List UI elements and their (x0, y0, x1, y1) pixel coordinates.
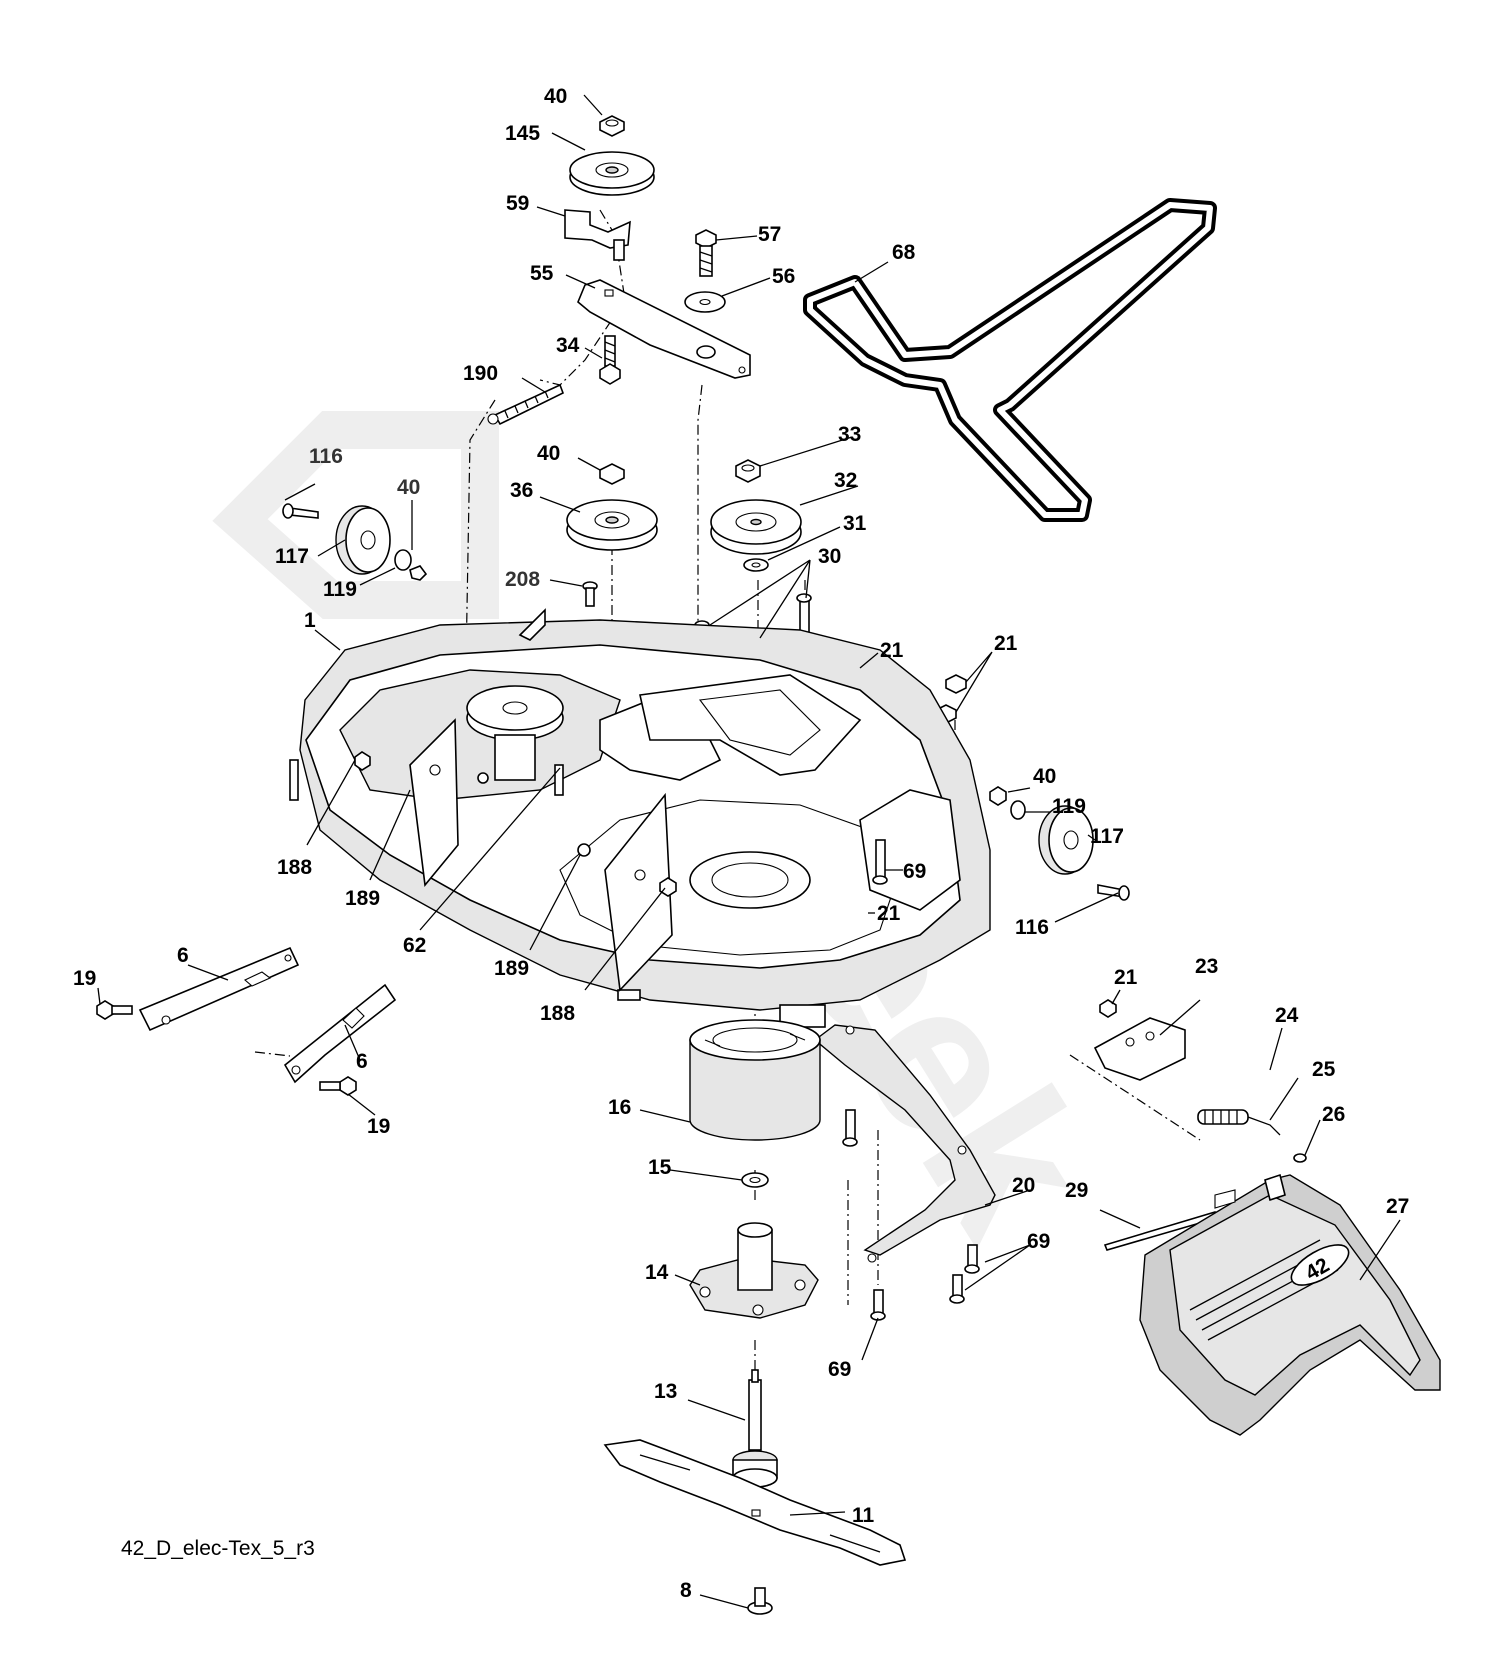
callout-189: 189 (345, 887, 380, 910)
nut-40-top (599, 115, 625, 137)
idler-pulley-36 (566, 499, 658, 551)
callout-19: 19 (73, 967, 96, 990)
drive-belt (803, 198, 1217, 522)
blade-bolt-8 (747, 1587, 773, 1615)
callout-15: 15 (648, 1156, 672, 1179)
bracket-23 (1093, 999, 1186, 1081)
spacer-16 (689, 1019, 821, 1141)
callout-68: 68 (892, 241, 916, 264)
callout-23: 23 (1195, 955, 1218, 978)
callout-116: 116 (309, 445, 343, 468)
callout-188: 188 (277, 856, 312, 879)
washer-31 (743, 558, 769, 572)
bracket-59 (564, 209, 631, 261)
gauge-wheel-left (282, 503, 428, 581)
callout-20: 20 (1012, 1174, 1035, 1197)
spindle-housing-14 (689, 1222, 819, 1319)
callout-40: 40 (397, 476, 420, 499)
callout-40: 40 (537, 442, 560, 465)
callout-69: 69 (828, 1358, 851, 1381)
nut-33 (735, 459, 761, 483)
callout-208: 208 (505, 568, 540, 591)
callout-21: 21 (880, 639, 904, 662)
callout-27: 27 (1386, 1195, 1409, 1218)
callout-119: 119 (323, 578, 357, 601)
blade-11 (603, 1439, 907, 1566)
callout-57: 57 (758, 223, 781, 246)
callout-117: 117 (275, 545, 309, 568)
callout-14: 14 (645, 1261, 669, 1284)
callout-16: 16 (608, 1096, 631, 1119)
callout-69: 69 (903, 860, 926, 883)
callout-119: 119 (1052, 795, 1086, 818)
callout-40: 40 (1033, 765, 1056, 788)
spacer-56 (684, 291, 726, 313)
callout-25: 25 (1312, 1058, 1336, 1081)
idler-pulley-145 (569, 151, 655, 196)
callout-59: 59 (506, 192, 529, 215)
lift-arm-6-bottom (283, 983, 397, 1084)
nut-40-mid (599, 463, 625, 485)
callout-6: 6 (177, 944, 189, 967)
deck-brackets (354, 718, 677, 992)
callout-62: 62 (403, 934, 426, 957)
callout-1: 1 (304, 609, 316, 632)
callout-21: 21 (994, 632, 1018, 655)
bolts-19 (96, 1000, 357, 1096)
callout-8: 8 (680, 1579, 692, 1602)
bolts-69 (842, 1109, 980, 1321)
idler-arm-55 (577, 279, 751, 379)
callout-56: 56 (772, 265, 795, 288)
callout-117: 117 (1090, 825, 1124, 848)
callout-34: 34 (556, 334, 580, 357)
callout-40: 40 (544, 85, 567, 108)
callout-189: 189 (494, 957, 529, 980)
bearing-15 (741, 1172, 769, 1188)
leader-lines (97, 94, 1401, 1609)
callout-36: 36 (510, 479, 533, 502)
callout-190: 190 (463, 362, 498, 385)
callout-19: 19 (367, 1115, 390, 1138)
callout-188: 188 (540, 1002, 575, 1025)
callout-30: 30 (818, 545, 841, 568)
callout-11: 11 (852, 1504, 875, 1527)
callout-31: 31 (843, 512, 867, 535)
callout-33: 33 (838, 423, 861, 446)
bolt-34 (599, 335, 621, 385)
callout-32: 32 (834, 469, 857, 492)
callout-6: 6 (356, 1050, 368, 1073)
spring-190 (487, 383, 565, 426)
discharge-chute-27: 42 (1139, 1173, 1441, 1436)
bolt-208 (582, 581, 598, 607)
gauge-wheel-right (989, 786, 1130, 901)
callout-21: 21 (877, 902, 901, 925)
callout-116: 116 (1015, 916, 1049, 939)
deflector-20 (813, 1024, 996, 1263)
callout-145: 145 (505, 122, 540, 145)
bolt-69-deck (872, 839, 888, 885)
callout-13: 13 (654, 1380, 677, 1403)
diagram-code: 42_D_elec-Tex_5_r3 (121, 1537, 315, 1560)
callout-labels: 40 145 59 57 56 55 68 34 190 116 40 117 … (73, 85, 1409, 1602)
callout-21: 21 (1114, 966, 1138, 989)
callout-69: 69 (1027, 1230, 1050, 1253)
pulley-32 (710, 499, 802, 555)
spring-25 (1197, 1109, 1281, 1136)
washer-26 (1293, 1153, 1307, 1163)
bolt-57 (695, 229, 717, 277)
spindle-shaft-13 (732, 1369, 778, 1488)
callout-55: 55 (530, 262, 554, 285)
spindle-pulley-left (466, 685, 564, 781)
callout-26: 26 (1322, 1103, 1345, 1126)
callout-24: 24 (1275, 1004, 1299, 1027)
lift-arm-6-top (138, 946, 300, 1032)
callout-29: 29 (1065, 1179, 1088, 1202)
